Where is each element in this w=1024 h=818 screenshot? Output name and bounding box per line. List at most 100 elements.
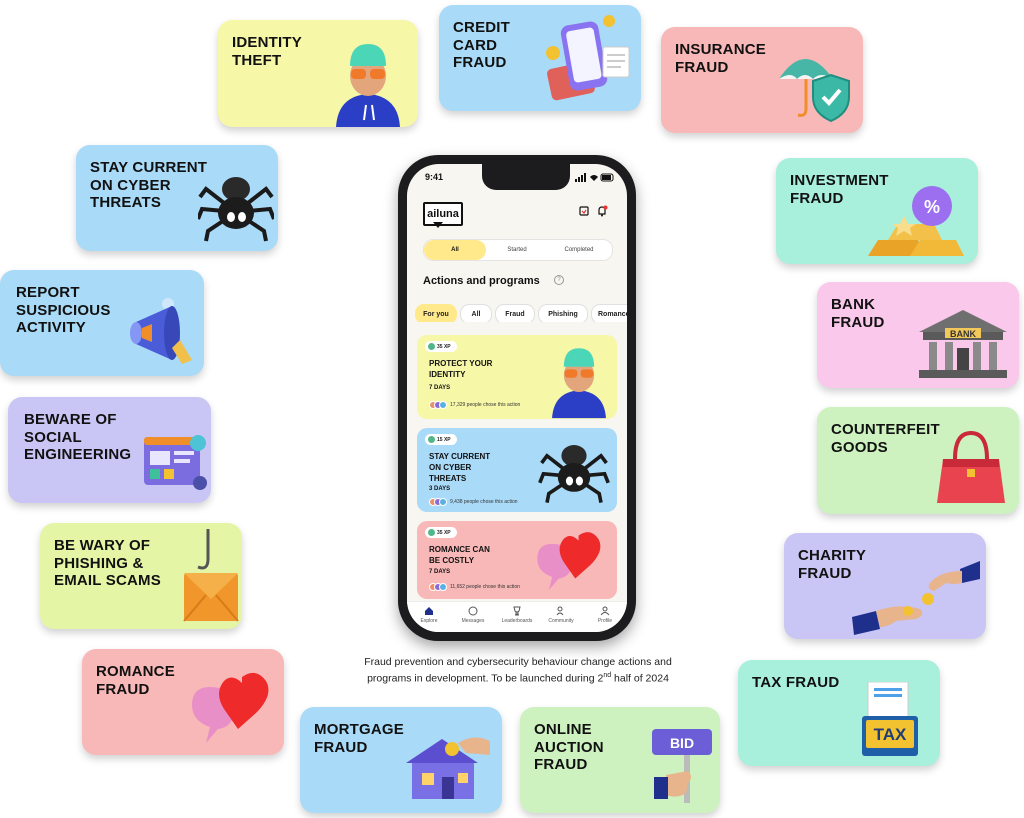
app-logo-tail	[433, 222, 443, 228]
nav-label: Messages	[461, 618, 485, 624]
program-participants: 11,652 people chose this action	[429, 583, 520, 591]
app-screen: 9:41 ailuna All Started Completed Action…	[407, 164, 627, 632]
percent-sign: %	[924, 197, 940, 217]
bank-fraud-card[interactable]: BANK FRAUD BANK	[817, 282, 1019, 388]
nav-community[interactable]: Community	[539, 606, 583, 624]
section-title: Actions and programs	[423, 275, 540, 287]
program-duration: 3 DAYS	[429, 486, 451, 492]
mortgage-fraud-card[interactable]: MORTGAGE FRAUD	[300, 707, 502, 813]
report-suspicious-card[interactable]: REPORT SUSPICIOUS ACTIVITY	[0, 270, 204, 376]
chip-all[interactable]: All	[460, 304, 492, 322]
identity-theft-title: IDENTITY THEFT	[232, 34, 302, 69]
romance-fraud-title: ROMANCE FRAUD	[96, 663, 175, 698]
envelope-hook-icon	[183, 529, 239, 622]
phone-mockup: 9:41 ailuna All Started Completed Action…	[398, 155, 636, 641]
credit-card-fraud-card[interactable]: CREDIT CARD FRAUD	[439, 5, 641, 111]
gold-bars-icon: %	[868, 186, 964, 256]
phishing-card[interactable]: BE WARY OF PHISHING & EMAIL SCAMS	[40, 523, 242, 629]
caption-line-2: programs in development. To be launched …	[367, 672, 669, 685]
user-icon	[600, 606, 610, 616]
xp-icon	[428, 436, 435, 443]
romance-fraud-card[interactable]: ROMANCE FRAUD	[82, 649, 284, 755]
program-title: PROTECT YOUR IDENTITY	[429, 359, 493, 379]
program-title: STAY CURRENT ON CYBER THREATS	[429, 452, 491, 483]
tab-all[interactable]: All	[424, 240, 486, 260]
chip-romance[interactable]: Romance	[591, 304, 627, 322]
tab-started[interactable]: Started	[507, 247, 527, 253]
signal-battery-icon	[575, 173, 614, 182]
report-suspicious-title: REPORT SUSPICIOUS ACTIVITY	[16, 284, 111, 336]
phone-notch	[482, 164, 570, 190]
xp-badge: 35 XP	[425, 527, 457, 538]
investment-fraud-title: INVESTMENT FRAUD	[790, 172, 889, 207]
nav-label: Leaderboards	[501, 618, 533, 624]
bank-building-icon: BANK	[919, 310, 1007, 378]
handbag-icon	[937, 430, 1005, 503]
insurance-fraud-card[interactable]: INSURANCE FRAUD	[661, 27, 863, 133]
program-participants: 17,329 people chose this action	[429, 401, 520, 409]
program-card-identity[interactable]: 35 XP PROTECT YOUR IDENTITY 7 DAYS 17,32…	[417, 335, 617, 419]
chip-fraud[interactable]: Fraud	[495, 304, 535, 322]
charity-fraud-title: CHARITY FRAUD	[798, 547, 867, 582]
nav-leaderboards[interactable]: Leaderboards	[495, 606, 539, 624]
hands-coins-icon	[852, 561, 980, 635]
charity-fraud-card[interactable]: CHARITY FRAUD	[784, 533, 986, 639]
avatar-icon	[336, 44, 400, 127]
caption-line-1: Fraud prevention and cybersecurity behav…	[364, 656, 672, 668]
help-icon[interactable]: ?	[554, 275, 564, 285]
participants-count: 9,438 people chose this action	[450, 499, 518, 505]
tab-completed[interactable]: Completed	[564, 247, 594, 253]
phone-payment-icon	[546, 15, 630, 101]
chip-phishing[interactable]: Phishing	[538, 304, 588, 322]
status-filter-tabs: All Started Completed	[423, 239, 613, 261]
insurance-fraud-title: INSURANCE FRAUD	[675, 41, 766, 76]
chat-icon	[468, 606, 478, 616]
bank-sign: BANK	[950, 329, 976, 339]
house-icon	[406, 737, 490, 799]
xp-badge: 35 XP	[425, 341, 457, 352]
megaphone-icon	[130, 298, 192, 364]
nav-profile[interactable]: Profile	[583, 606, 627, 624]
program-card-cyber[interactable]: 15 XP STAY CURRENT ON CYBER THREATS 3 DA…	[417, 428, 617, 512]
home-icon	[425, 607, 433, 615]
credit-card-fraud-title: CREDIT CARD FRAUD	[453, 19, 511, 71]
tax-folder-icon: TAX	[862, 682, 918, 756]
nav-messages[interactable]: Messages	[451, 606, 495, 624]
online-auction-card[interactable]: ONLINE AUCTION FRAUD BID	[520, 707, 720, 813]
nav-label: Profile	[597, 618, 613, 624]
participants-count: 11,652 people chose this action	[450, 584, 520, 590]
category-chips: For you All Fraud Phishing Romance	[415, 304, 627, 322]
chip-for-you[interactable]: For you	[415, 304, 457, 322]
nav-explore[interactable]: Explore	[407, 606, 451, 624]
heart-bubbles-icon	[192, 672, 269, 743]
xp-icon	[428, 529, 435, 536]
program-duration: 7 DAYS	[429, 385, 451, 391]
inbox-icon[interactable]	[579, 206, 589, 216]
participants-count: 17,329 people chose this action	[450, 402, 521, 408]
trophy-icon	[513, 606, 521, 616]
umbrella-shield-icon	[779, 59, 850, 123]
program-participants: 9,438 people chose this action	[429, 498, 518, 506]
program-card-romance[interactable]: 35 XP ROMANCE CAN BE COSTLY 7 DAYS 11,65…	[417, 521, 617, 599]
avatar-illustration	[552, 348, 606, 419]
online-auction-title: ONLINE AUCTION FRAUD	[534, 721, 604, 773]
bottom-nav: Explore Messages Leaderboards Community …	[407, 601, 627, 632]
xp-value: 15 XP	[437, 436, 451, 443]
tax-fraud-title: TAX FRAUD	[752, 674, 840, 691]
identity-theft-card[interactable]: IDENTITY THEFT	[218, 20, 418, 127]
tax-fraud-card[interactable]: TAX FRAUD TAX	[738, 660, 940, 766]
people-icon	[556, 606, 564, 616]
tax-sign: TAX	[874, 725, 907, 744]
social-engineering-card[interactable]: BEWARE OF SOCIAL ENGINEERING	[8, 397, 211, 503]
counterfeit-goods-card[interactable]: COUNTERFEIT GOODS	[817, 407, 1019, 514]
nav-label: Community	[548, 618, 574, 624]
bid-sign-icon: BID	[652, 729, 712, 803]
investment-fraud-card[interactable]: INVESTMENT FRAUD %	[776, 158, 978, 264]
xp-value: 35 XP	[437, 343, 451, 350]
spider-icon	[198, 177, 274, 242]
nav-label: Explore	[420, 618, 438, 624]
bell-icon[interactable]	[596, 205, 608, 217]
stay-current-card[interactable]: STAY CURRENT ON CYBER THREATS	[76, 145, 278, 251]
spider-illustration	[538, 445, 610, 503]
stay-current-title: STAY CURRENT ON CYBER THREATS	[90, 159, 208, 211]
